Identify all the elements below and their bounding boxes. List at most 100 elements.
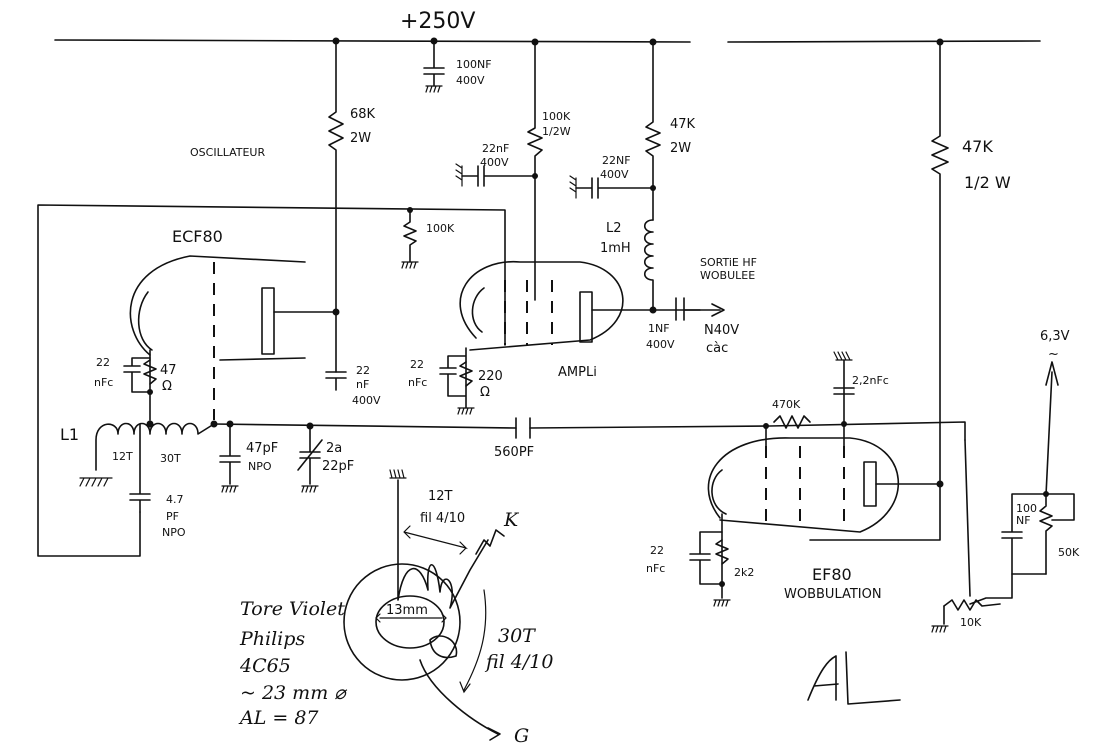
ef80-tube: EF80 WOBBULATION (707, 437, 941, 602)
ampli-cathode-resistor-value: 220 (478, 369, 503, 384)
ampli-anode-resistor-value: 47K (670, 117, 696, 132)
osc-cathode-resistor-value: 47 (160, 363, 177, 378)
wobb-grid-network: 470K 2,2nFc (763, 351, 889, 447)
wobb-anode-resistor-power: 1/2 W (964, 173, 1011, 192)
wobb-filter-cap-unit: NF (1016, 514, 1031, 527)
feedback-cap-type: NPO (162, 526, 186, 539)
wobb-cathode-cap-unit: nFc (646, 562, 665, 575)
coil-turns-12: 12T (112, 450, 133, 463)
decoupling-capacitor: 100NF 400V (423, 40, 492, 93)
ampli-label: AMPLi (558, 365, 597, 380)
wobbulation-label: WOBBULATION (784, 587, 882, 602)
supply-label: +250V (400, 9, 475, 34)
heater-supply: 6,3V ~ (1040, 329, 1070, 497)
coil-turns-30: 30T (160, 452, 181, 465)
osc-anode-resistor: 68K 2W (328, 40, 376, 373)
winding-b-turns: 30T (498, 625, 536, 647)
osc-cathode-resistor-unit: Ω (162, 379, 172, 394)
level-pot-value: 10K (960, 616, 982, 629)
signature (807, 651, 901, 705)
toroid-notes: Tore Violet Philips 4C65 ~ 23 mm ⌀ AL = … (238, 598, 347, 729)
ampli-anode-cap-value: 22NF (602, 154, 631, 167)
osc-screen-capacitor: 22 nF 400V (325, 364, 381, 407)
tank-coil-l1: L1 12T 30T (60, 420, 215, 487)
winding-a-wire: fil 4/10 (420, 511, 465, 526)
wobb-anode-resistor: 47K 1/2 W (809, 41, 1011, 541)
ampli-output: SORTiE HF WOBULEE 1NF 400V N40V càc (646, 256, 757, 356)
wobb-grid-resistor-value: 470K (772, 398, 801, 411)
feedback-capacitor: 4.7 PF NPO (129, 423, 186, 539)
toroid-drawing: 13mm (343, 469, 505, 741)
terminal-k-label: K (503, 509, 520, 531)
choke-l2: L2 1mH (600, 219, 654, 311)
output-level-value: N40V (704, 323, 739, 338)
output-label-line1: SORTiE HF (700, 256, 757, 269)
heater-ac-symbol: ~ (1048, 347, 1059, 362)
winding-b-wire: fil 4/10 (484, 651, 553, 673)
coupling-cap-value: 560PF (494, 445, 534, 460)
toroid-inner-dim: 13mm (386, 603, 428, 618)
osc-anode-resistor-power: 2W (350, 131, 371, 146)
osc-grid-resistor: 100K (401, 207, 455, 269)
osc-cathode-cap-value: 22 (96, 356, 110, 369)
tank-fixed-cap-type: NPO (248, 460, 272, 473)
toroid-note-line1: Tore Violet (240, 598, 345, 620)
toroid-note-line5: AL = 87 (238, 707, 319, 729)
heater-voltage: 6,3V (1040, 329, 1070, 344)
ampli-anode-cap-voltage: 400V (600, 168, 629, 181)
choke-value: 1mH (600, 241, 631, 256)
feedback-cap-value: 4.7 (166, 493, 184, 506)
feedback-cap-unit: PF (166, 510, 179, 523)
supply-rail: +250V (54, 9, 1041, 43)
wobb-anode-resistor-value: 47K (962, 137, 993, 156)
osc-cathode-network: 22 nFc 47 Ω (94, 349, 177, 421)
toroid-winding-labels: 12T fil 4/10 30T fil 4/10 K G (420, 489, 553, 747)
output-cap-voltage: 400V (646, 338, 675, 351)
tank-bus (213, 421, 966, 441)
ecf80-label: ECF80 (172, 227, 223, 246)
ampli-screen-resistor: 100K 1/2W 22nF 400V (455, 41, 571, 301)
output-level-unit: càc (706, 341, 728, 356)
tank-fixed-cap-value: 47pF (246, 441, 278, 456)
choke-label: L2 (606, 221, 622, 236)
osc-anode-resistor-value: 68K (350, 107, 376, 122)
ampli-screen-resistor-value: 100K (542, 110, 571, 123)
osc-cathode-cap-unit: nFc (94, 376, 113, 389)
wobb-filter: 100 NF 50K (969, 493, 1080, 605)
decoupling-cap-voltage: 400V (456, 74, 485, 87)
terminal-g-label: G (514, 725, 529, 747)
wobb-cathode-resistor-value: 2k2 (734, 566, 754, 579)
output-cap-value: 1NF (648, 322, 670, 335)
ampli-screen-cap-voltage: 400V (480, 156, 509, 169)
tank-fixed-capacitor: 47pF NPO (219, 423, 278, 493)
ampli-anode-resistor-power: 2W (670, 141, 691, 156)
wobb-cathode-network: 22 nFc 2k2 (646, 513, 754, 607)
oscillator-title: OSCILLATEUR (190, 146, 265, 159)
ef80-label: EF80 (812, 565, 852, 584)
wobb-grid-cap-value: 2,2nFc (852, 374, 889, 387)
ampli-screen-cap-value: 22nF (482, 142, 509, 155)
osc-screen-cap-voltage: 400V (352, 394, 381, 407)
wobb-cathode-cap-value: 22 (650, 544, 664, 557)
trimmer-value-max: 22pF (322, 459, 354, 474)
coil-l1-label: L1 (60, 425, 79, 444)
level-potentiometer: 10K (931, 439, 1001, 633)
tank-trimmer: 2a 22pF (297, 425, 354, 493)
ampli-anode-resistor: 47K 2W 22NF 400V (569, 41, 696, 221)
ampli-cathode-cap-unit: nFc (408, 376, 427, 389)
ecf80-tube: ECF80 (129, 227, 340, 420)
wobb-filter-cap-value: 100 (1016, 502, 1037, 515)
ampli-cathode-network: 22 nFc 220 Ω (408, 347, 503, 415)
wobb-pot-value: 50K (1058, 546, 1080, 559)
toroid-note-line4: ~ 23 mm ⌀ (240, 682, 347, 704)
toroid-note-line2: Philips (239, 628, 305, 650)
ampli-cathode-resistor-unit: Ω (480, 385, 490, 400)
output-label-line2: WOBULEE (700, 269, 755, 282)
decoupling-cap-value: 100NF (456, 58, 492, 71)
coupling-capacitor: 560PF (494, 417, 534, 460)
ampli-cathode-cap-value: 22 (410, 358, 424, 371)
osc-grid-resistor-value: 100K (426, 222, 455, 235)
feedback-wire (37, 204, 506, 557)
toroid-note-line3: 4C65 (239, 655, 291, 677)
